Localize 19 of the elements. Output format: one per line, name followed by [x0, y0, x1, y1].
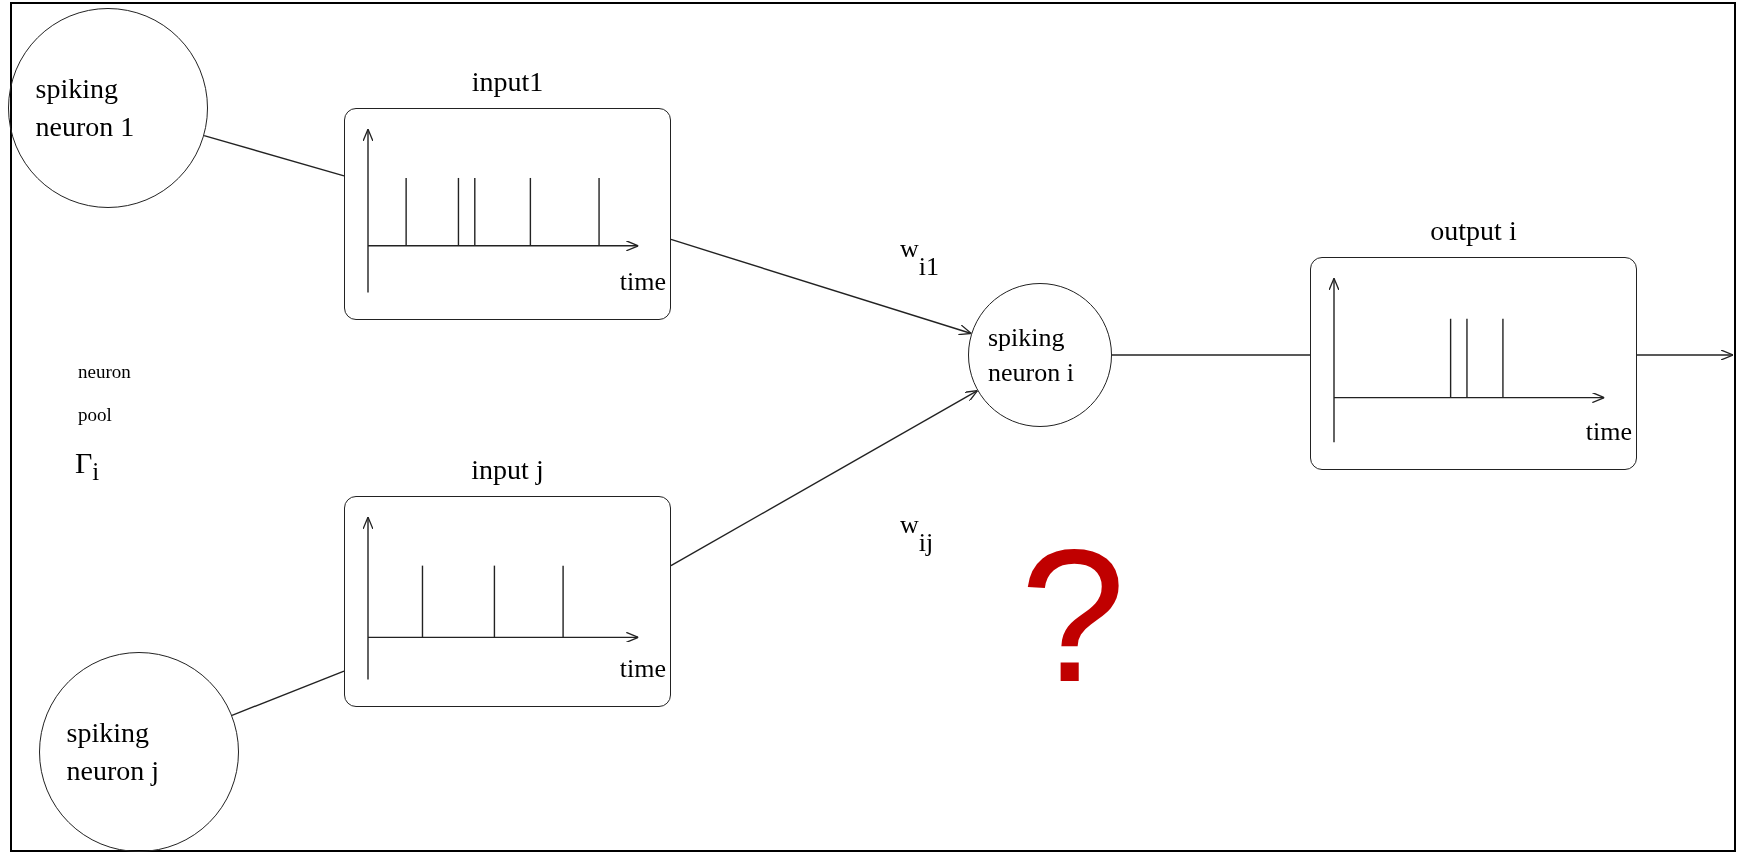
neuron-label: spiking neuron i: [988, 321, 1075, 389]
connector-line: [203, 134, 345, 177]
plot-title: input j: [470, 453, 545, 487]
arrow: [1636, 349, 1734, 361]
plot-title: output i: [1429, 214, 1518, 248]
arrow: [670, 238, 972, 336]
arrow: [670, 390, 979, 567]
axis-label: time: [1585, 417, 1632, 447]
neuron-label: spiking neuron 1: [35, 72, 136, 144]
question-mark: ?: [1020, 520, 1126, 710]
axis-label: time: [619, 654, 666, 684]
connector-line: [1111, 354, 1311, 356]
plot-title: input1: [470, 65, 545, 99]
math-symbol: Γ$_{i}$: [75, 448, 100, 484]
connector-line: [231, 670, 345, 716]
pool-label: neuron: [78, 362, 131, 381]
neuron-label: spiking neuron j: [66, 716, 161, 788]
axis-label: time: [619, 267, 666, 297]
pool-label: pool: [78, 405, 112, 424]
